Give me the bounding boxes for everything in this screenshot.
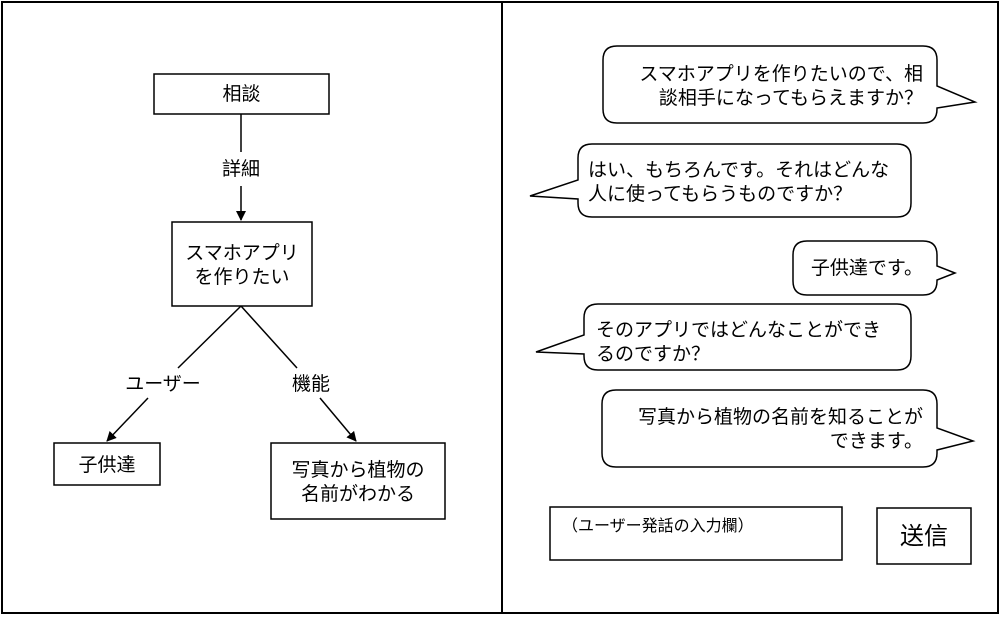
node-function-label: 写真から植物の 名前がわかる	[291, 459, 425, 505]
send-button[interactable]: 送信	[900, 522, 948, 550]
edge-label-function: 機能	[281, 372, 341, 396]
send-button-box	[876, 507, 972, 565]
edge-line-user-upper	[177, 305, 242, 369]
chat-bubble-user-3	[601, 389, 976, 468]
edge-arrow-user	[106, 397, 149, 442]
chat-bubble-user-2	[792, 240, 958, 296]
chat-bubble-assistant-1	[529, 143, 912, 218]
node-app-label: スマホアプリ を作りたい	[185, 242, 299, 288]
chat-message-user-2: 子供達です。	[810, 257, 923, 279]
chat-message-assistant-1: はい、もちろんです。それはどんな 人に使ってもらうものですか？	[588, 159, 890, 205]
node-consult	[153, 73, 330, 115]
node-consult-label: 相談	[222, 83, 261, 105]
chat-bubble-assistant-2	[535, 303, 912, 371]
message-input-placeholder[interactable]: （ユーザー発話の入力欄）	[562, 516, 754, 535]
edge-arrow-function	[319, 397, 357, 442]
edge-label-user: ユーザー	[108, 372, 218, 396]
edge-label-details: 詳細	[201, 157, 281, 181]
node-user	[53, 442, 161, 486]
chat-message-assistant-2: そのアプリではどんなことができ るのですか？	[596, 319, 882, 365]
right-panel-border	[501, 1, 999, 614]
edge-line-function-upper	[240, 305, 298, 369]
chat-bubble-user-1	[602, 45, 978, 124]
chat-message-user-3: 写真から植物の名前を知ることが できます。	[637, 406, 923, 452]
node-user-label: 子供達	[78, 454, 136, 476]
node-function	[270, 442, 446, 520]
message-input-box	[549, 506, 843, 561]
chat-message-user-1: スマホアプリを作りたいので、相 談相手になってもらえますか？	[639, 63, 923, 109]
